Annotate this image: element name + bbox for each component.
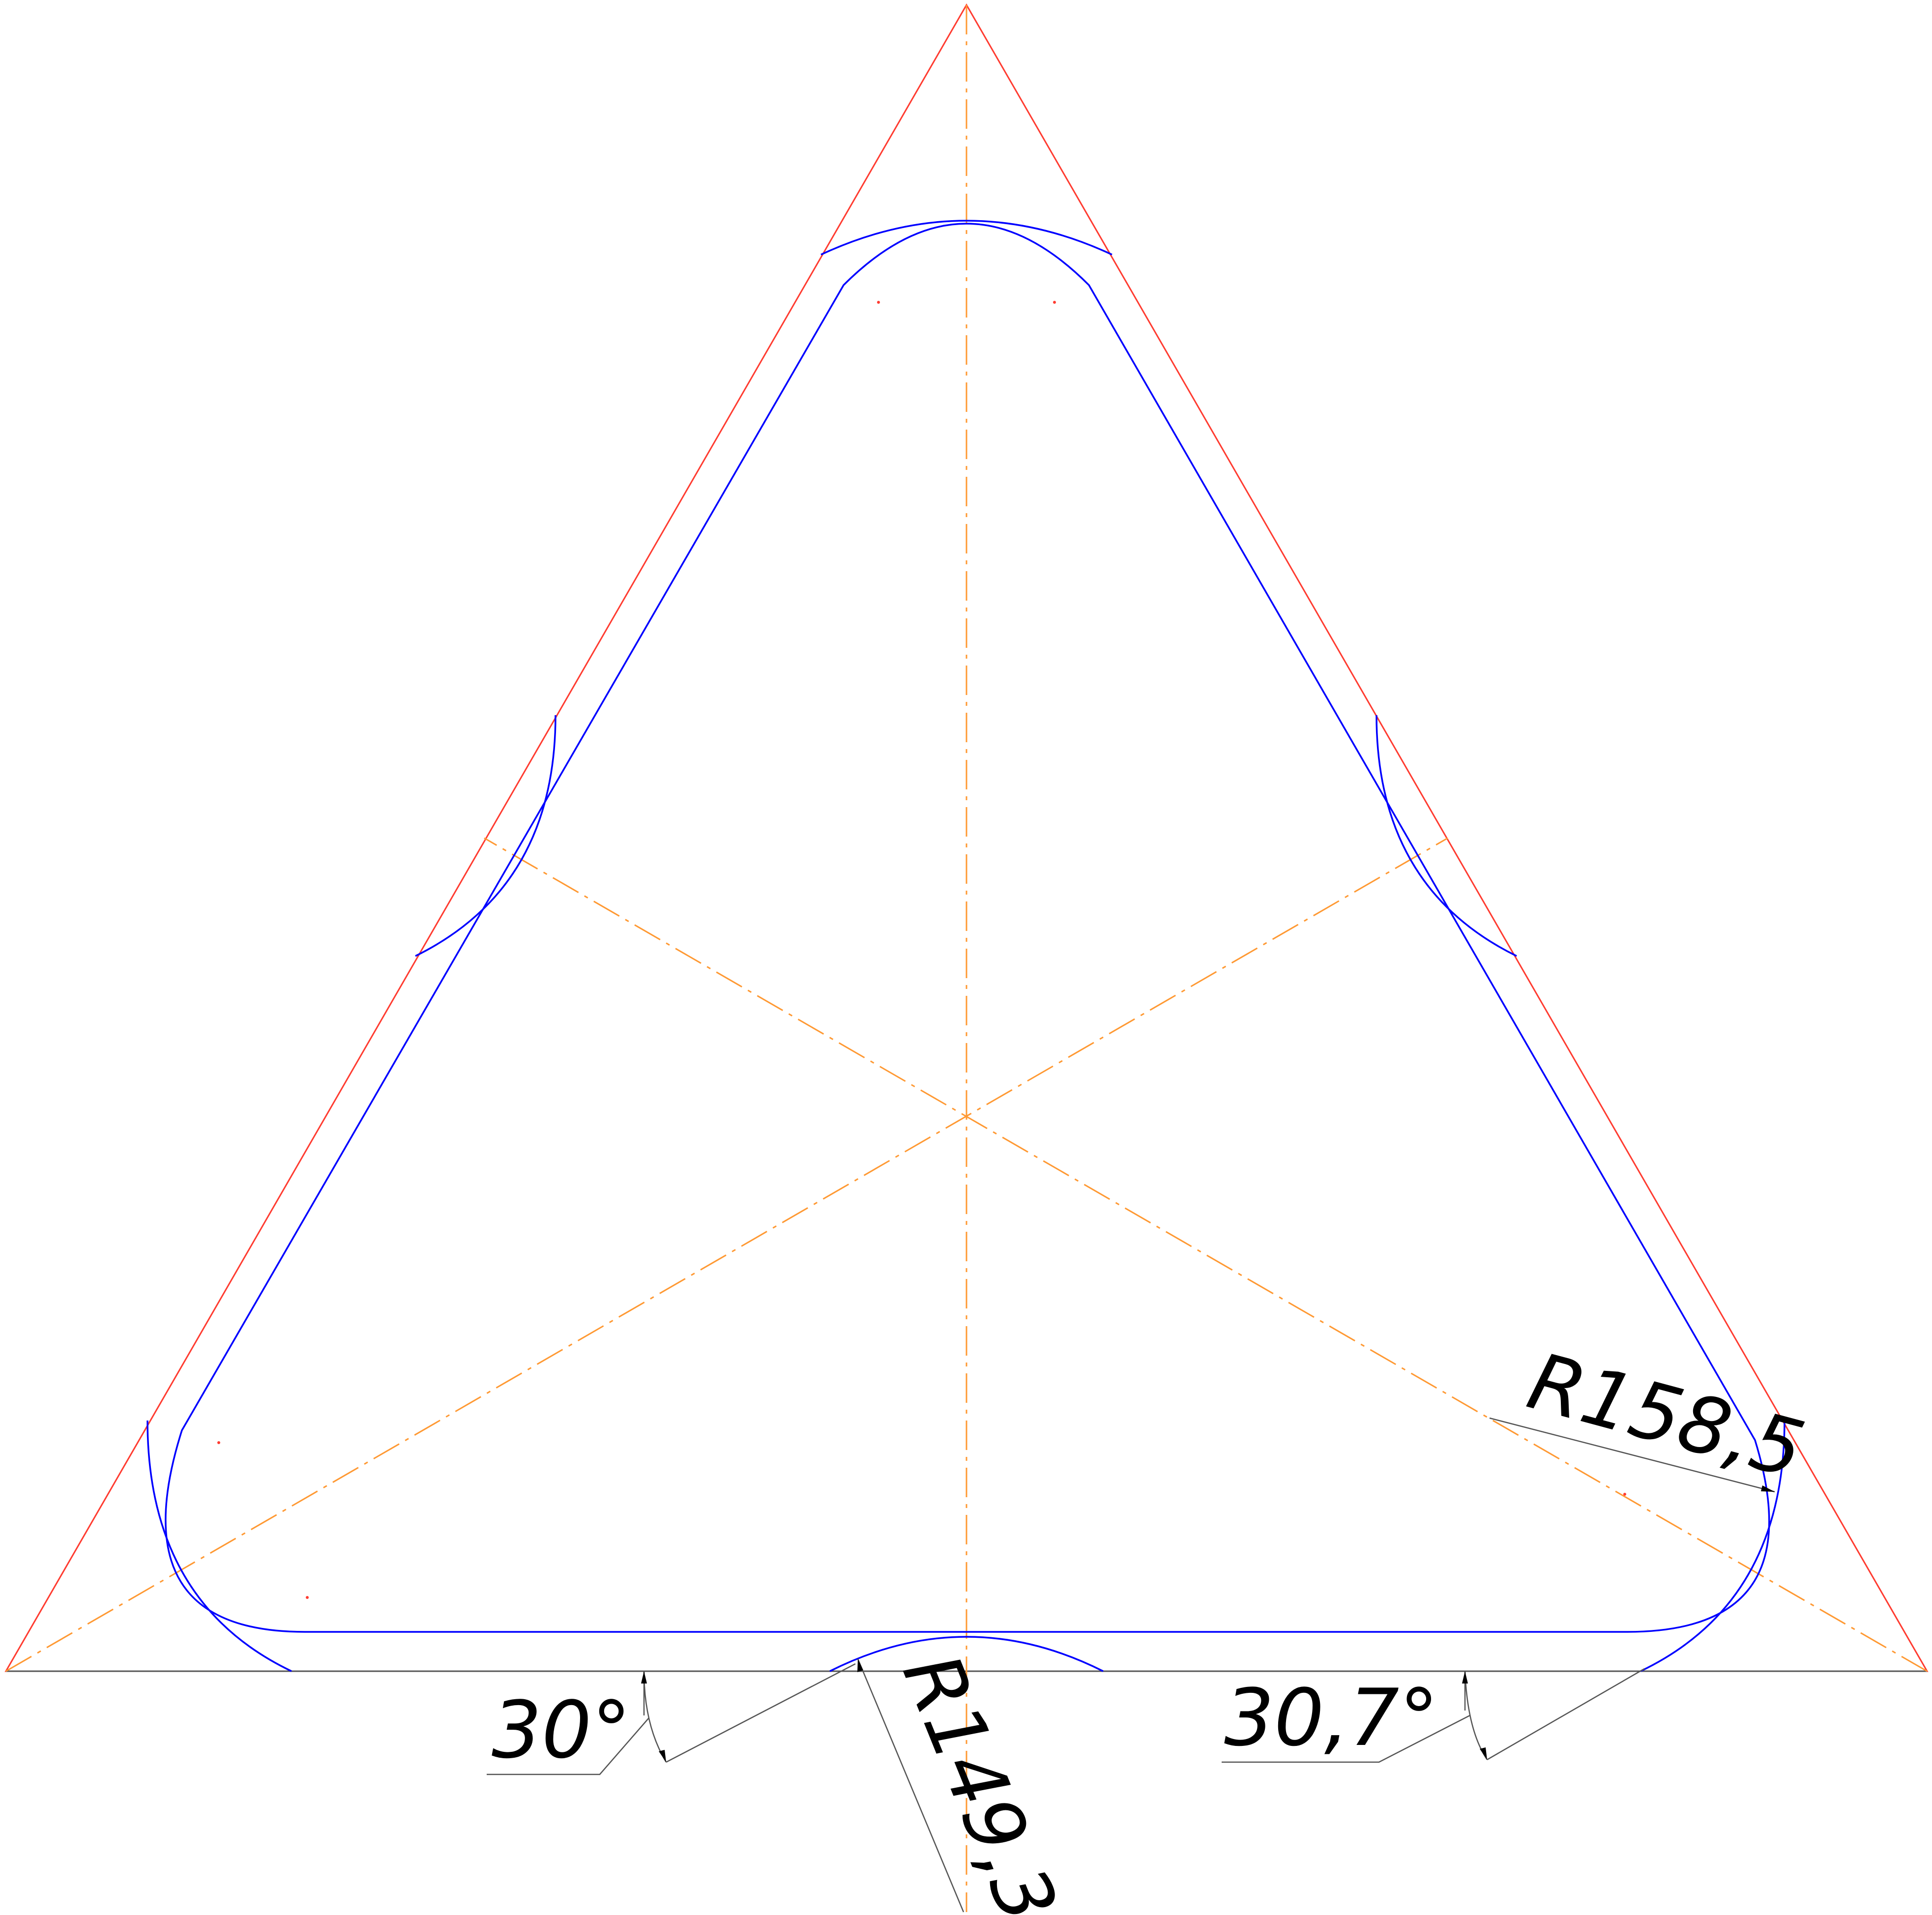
arrowhead	[641, 1671, 647, 1683]
arrowhead	[1761, 1485, 1775, 1492]
angle-right-leader	[1487, 1668, 1645, 1761]
radius-right-leader	[1489, 1417, 1775, 1493]
arc-bottom-right	[1640, 1420, 1786, 1672]
left-axis	[5, 837, 1448, 1672]
radius-right-label: R158,5	[1519, 1335, 1813, 1496]
angle-left-arc	[643, 1671, 667, 1763]
center-mark	[877, 301, 880, 304]
arc-bottom-left	[146, 1420, 292, 1672]
dimension-lines	[487, 1417, 1775, 1913]
center-mark	[306, 1596, 309, 1599]
angle-right-label: 30,7°	[1224, 1672, 1438, 1764]
arrowhead	[1462, 1671, 1468, 1683]
angle-right-label-line	[1222, 1714, 1470, 1763]
radius-bottom-leader	[857, 1658, 965, 1913]
center-mark	[1053, 301, 1056, 304]
arc-right	[1376, 715, 1517, 957]
arc-left	[415, 715, 556, 957]
center-mark	[1623, 1493, 1626, 1496]
rounded-triangle-contour	[165, 223, 1770, 1633]
radius-bottom-label: R149,3	[885, 1641, 1075, 1915]
arc-top	[820, 220, 1112, 256]
arrowhead	[1480, 1747, 1487, 1760]
arc-bottom	[829, 1636, 1104, 1672]
tangent-arcs	[146, 220, 1786, 1672]
axis-lines	[5, 5, 1928, 1912]
angle-left-label: 30°	[492, 1684, 631, 1776]
arrowhead	[857, 1659, 863, 1672]
center-mark	[217, 1441, 220, 1444]
arrowheads	[641, 1485, 1775, 1762]
angle-left-label-line	[487, 1717, 649, 1775]
angle-left-leader	[666, 1663, 856, 1763]
right-axis	[484, 837, 1928, 1672]
arrowhead	[659, 1750, 666, 1762]
center-marks	[217, 301, 1626, 1599]
angle-right-arc	[1464, 1671, 1488, 1760]
